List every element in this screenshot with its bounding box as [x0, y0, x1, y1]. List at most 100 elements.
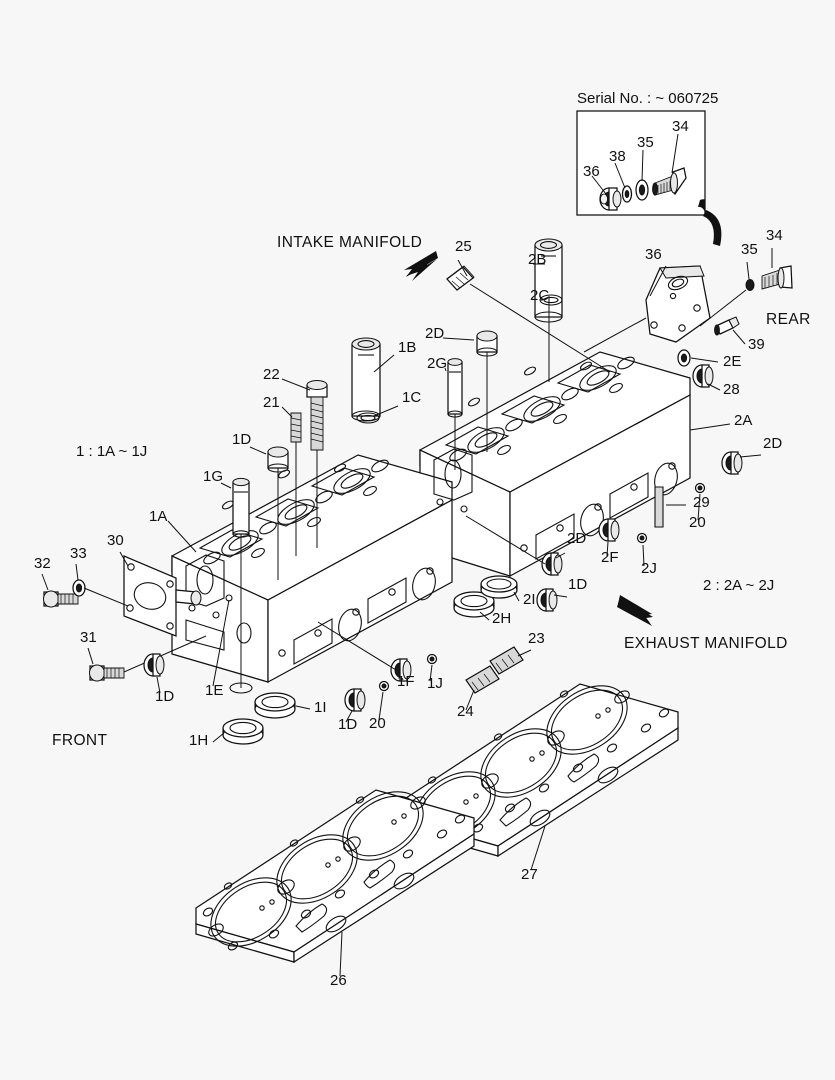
part-1H-seat	[222, 718, 264, 745]
hole-1E	[225, 594, 233, 602]
callout-29: 29	[693, 494, 710, 511]
leader-inset-34	[671, 133, 679, 174]
part-32-bolt	[43, 590, 79, 608]
leader-2D-low	[555, 552, 566, 559]
part-2B-guide	[534, 238, 563, 323]
callout-39: 39	[748, 336, 765, 353]
callout-2J: 2J	[641, 560, 657, 577]
inset-part-34	[652, 167, 687, 196]
exhaust-manifold-arrow-icon	[617, 595, 653, 626]
callout-30: 30	[107, 532, 124, 549]
callout-2G: 2G	[427, 355, 447, 372]
part-2D-cap-top	[476, 330, 498, 357]
label-exhaust-manifold: EXHAUST MANIFOLD	[624, 635, 788, 652]
legend-group-1: 1 : 1A ~ 1J	[76, 443, 147, 460]
leader-1B	[373, 354, 395, 373]
leader-39	[732, 329, 746, 345]
callout-inset-35: 35	[637, 134, 654, 151]
leader-33	[75, 563, 79, 581]
callout-25: 25	[455, 238, 472, 255]
part-2D-ring-right	[721, 451, 743, 475]
callout-1C: 1C	[402, 389, 421, 406]
callout-26: 26	[330, 972, 347, 989]
leader-2E	[690, 357, 719, 363]
callout-1G: 1G	[203, 468, 223, 485]
leader-20-rear	[697, 493, 701, 521]
leader-1G	[220, 482, 232, 489]
leader-1F-to-head	[317, 621, 397, 671]
part-1I-seat	[254, 692, 296, 719]
part-1D-cap-top	[267, 446, 289, 473]
leader-1D-top	[249, 446, 267, 455]
part-22-bolt	[306, 380, 328, 548]
leader-1A	[167, 520, 197, 553]
callout-inset-36: 36	[583, 163, 600, 180]
callout-2D-top: 2D	[425, 325, 444, 342]
part-31-bolt	[89, 635, 207, 682]
leader-2D-right	[739, 454, 762, 458]
group-legends: 1 : 1A ~ 1J 2 : 2A ~ 2J	[76, 443, 774, 594]
leader-22	[281, 378, 311, 391]
leader-2I	[513, 591, 520, 602]
callout-24: 24	[457, 703, 474, 720]
valve-seat-left	[229, 682, 253, 694]
callout-36: 36	[645, 246, 662, 263]
leader-20-front	[378, 691, 384, 721]
serial-inset-caption: Serial No. : ~ 060725	[577, 90, 718, 107]
callout-1B: 1B	[398, 339, 416, 356]
callout-2I: 2I	[523, 591, 536, 608]
part-2F-ring	[598, 518, 620, 542]
part-1J-nut	[426, 653, 438, 665]
leader-1D-a	[156, 676, 161, 694]
leader-2A	[689, 423, 731, 431]
callout-2D-right: 2D	[763, 435, 782, 452]
callout-1D-top: 1D	[232, 431, 251, 448]
leader-1H	[212, 732, 225, 743]
label-rear: REAR	[766, 311, 811, 328]
leader-35-right	[746, 261, 750, 280]
legend-group-2: 2 : 2A ~ 2J	[703, 577, 774, 594]
serial-inset-group: Serial No. : ~ 060725 36 38 35 34	[576, 90, 718, 216]
part-39-bolt	[714, 316, 740, 336]
leader-2F	[606, 541, 609, 557]
inset-pointer-swoosh	[703, 210, 722, 246]
part-35-washer-right	[745, 279, 755, 291]
part-28-bushing	[692, 364, 714, 388]
leader-1D-c	[553, 594, 568, 598]
part-1G-guide	[232, 477, 250, 538]
part-1D-ring-a	[143, 653, 165, 677]
leader-31	[87, 647, 94, 665]
leader-2D-low-to-head	[465, 515, 546, 565]
inset-part-36	[599, 187, 622, 211]
callout-27: 27	[521, 866, 538, 883]
leader-36	[649, 265, 667, 297]
part-30-plate	[123, 555, 202, 637]
leader-1E	[212, 599, 230, 687]
callout-inset-34: 34	[672, 118, 689, 135]
bracket-part-36	[645, 265, 711, 343]
leader-23	[517, 649, 532, 657]
leader-1I	[295, 705, 311, 710]
leader-inset-35	[641, 149, 644, 182]
callout-1D-b: 1D	[338, 716, 357, 733]
leader-1F	[401, 677, 404, 681]
gasket-26	[195, 789, 475, 964]
part-2E-washer	[677, 349, 691, 367]
callout-22: 22	[263, 366, 280, 383]
callout-34: 34	[766, 227, 783, 244]
callout-2B: 2B	[528, 251, 546, 268]
part-1D-ring-b	[344, 688, 366, 712]
leader-2J	[642, 544, 645, 567]
part-34-bolt-right	[761, 265, 793, 290]
part-21-stud	[290, 412, 302, 556]
callout-32: 32	[34, 555, 51, 572]
inset-part-35	[635, 179, 649, 201]
cylinder-head-body	[171, 351, 691, 684]
part-24-dowel	[465, 665, 500, 694]
leader-2D-top	[442, 337, 475, 341]
callout-1A: 1A	[149, 508, 167, 525]
callout-2H: 2H	[492, 610, 511, 627]
part-20-nut-rear	[694, 482, 706, 494]
part-2I-seat	[480, 575, 518, 599]
